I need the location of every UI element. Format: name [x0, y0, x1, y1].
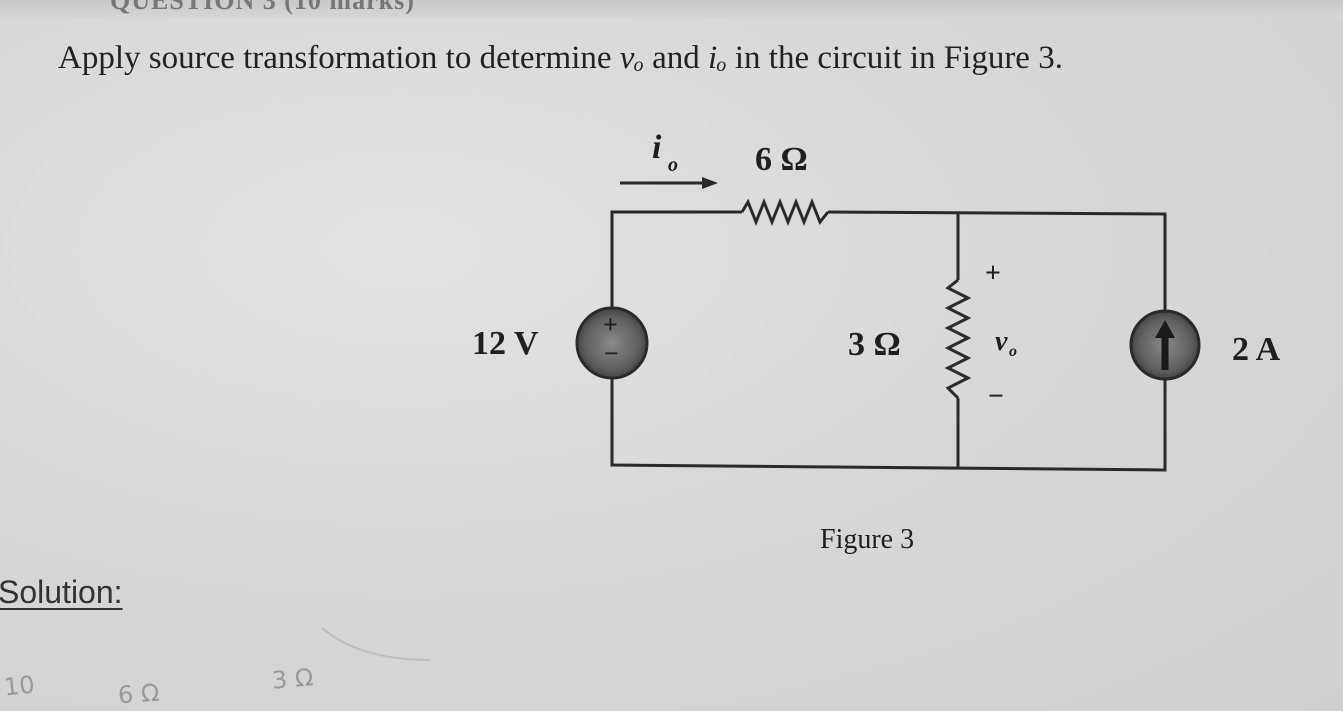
source-minus-sign: −: [604, 339, 619, 368]
circuit-wires: [610, 210, 1167, 472]
question-text: Apply source transformation to determine…: [58, 40, 1063, 77]
voltage-source-12v: [575, 306, 649, 380]
vo-minus-sign: −: [988, 381, 1004, 412]
figure-caption: Figure 3: [820, 524, 914, 555]
current-arrow-io: [620, 177, 718, 189]
pencil-stroke: [321, 627, 431, 661]
solution-label: Solution:: [0, 574, 123, 610]
voltage-source-label: 12 V: [472, 325, 539, 362]
vo-subscript: o: [1009, 343, 1017, 360]
question-part-3: in the circuit in Figure 3.: [726, 40, 1063, 76]
question-var-io: iₒ: [708, 40, 727, 76]
resistor-3-ohm-label: 3 Ω: [848, 326, 901, 363]
io-subscript: o: [668, 154, 678, 176]
io-label: i: [652, 129, 662, 166]
handwritten-note-2: 6 Ω: [117, 678, 161, 710]
question-var-vo: vₒ: [619, 40, 644, 76]
cut-off-heading: QUESTION 3 (10 marks): [110, 0, 415, 15]
question-part-1: Apply source transformation to determine: [58, 40, 620, 76]
handwritten-note-1: 10: [2, 670, 36, 702]
resistor-3-ohm: [944, 278, 972, 400]
handwritten-note-3: 3 Ω: [270, 663, 315, 695]
vo-plus-sign: +: [985, 258, 1001, 289]
current-source-label: 2 A: [1232, 331, 1281, 368]
resistor-6-ohm: [740, 197, 830, 227]
question-part-2: and: [643, 40, 708, 76]
resistor-6-ohm-label: 6 Ω: [755, 141, 808, 178]
vo-label: v: [995, 326, 1008, 357]
page-top-edge: [0, 0, 1343, 18]
up-arrow-icon: [1155, 320, 1175, 370]
source-plus-sign: +: [603, 310, 618, 339]
